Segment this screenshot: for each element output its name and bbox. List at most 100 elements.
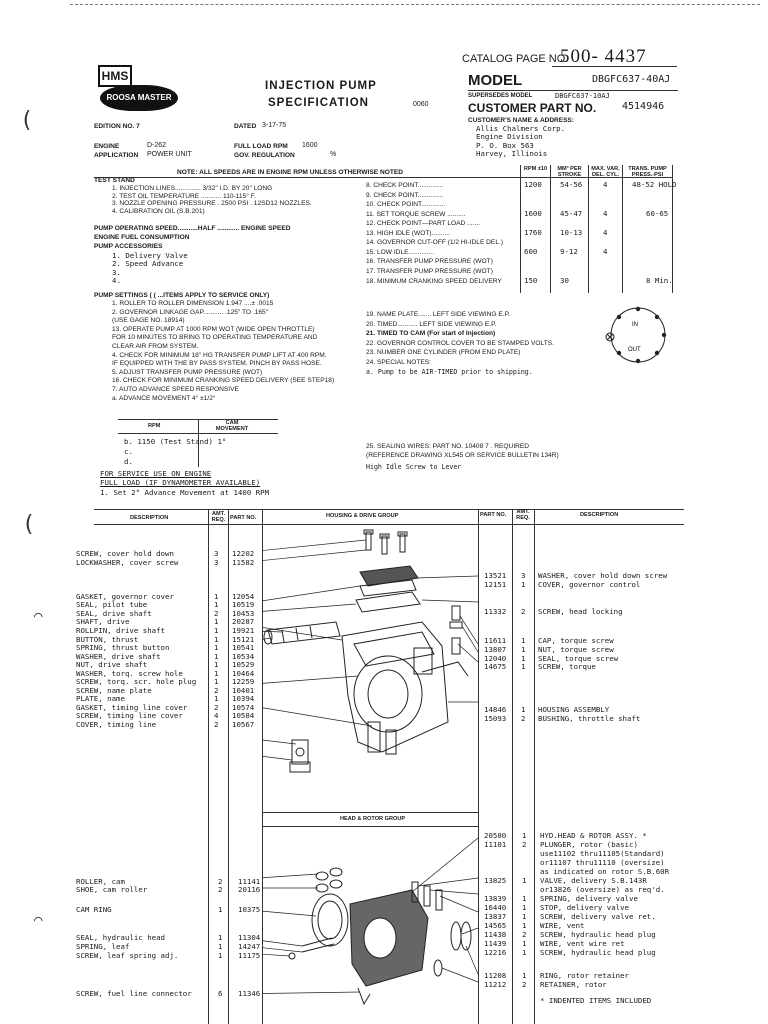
check-col-head: MM³ PER STROKE bbox=[557, 166, 582, 178]
rotation-diagram: IN OUT bbox=[605, 306, 667, 364]
timing-cover-illustration bbox=[289, 739, 311, 773]
part-number: 11332 bbox=[484, 607, 507, 617]
cover-screws-illustration bbox=[363, 529, 408, 555]
check-point-label: 8. CHECK POINT.............. bbox=[366, 182, 444, 189]
dated-value: 3-17-75 bbox=[262, 122, 287, 129]
accessory-item: 1. Delivery Valve bbox=[112, 251, 188, 260]
part-description: or11107 thru11110 (oversize) bbox=[540, 858, 665, 867]
check-point-rpm: 1200 bbox=[524, 180, 542, 189]
supersedes-label: SUPERSEDES MODEL bbox=[468, 93, 533, 99]
part-number: 13837 bbox=[484, 912, 507, 921]
part-description: COVER, timing line bbox=[76, 720, 157, 729]
note-line: a. Pump to be AIR-TIMED prior to shippin… bbox=[366, 367, 533, 376]
housing-drive-drawing bbox=[262, 529, 478, 773]
check-point-label: 15. LOW IDLE.............. bbox=[366, 248, 435, 256]
gov-regulation-unit: % bbox=[330, 151, 337, 158]
logo-hms: HMS bbox=[98, 65, 132, 87]
part-amount: 1 bbox=[522, 903, 527, 912]
accessory-item: 4. bbox=[112, 275, 121, 285]
part-amount: 1 bbox=[522, 971, 527, 980]
part-description: SHOE, cam roller bbox=[76, 885, 148, 894]
part-number: 13807 bbox=[484, 644, 507, 654]
part-number: 10541 bbox=[232, 643, 255, 653]
note-rule bbox=[94, 177, 672, 178]
customer-line: Allis Chalmers Corp. bbox=[476, 124, 565, 133]
margin-mark: ⌒ bbox=[34, 912, 43, 928]
check-point-delivery: 30 bbox=[560, 275, 569, 285]
part-amount: 6 bbox=[218, 989, 223, 998]
title-line-1: INJECTION PUMP bbox=[265, 80, 377, 92]
parts-table-head-rule bbox=[94, 524, 684, 525]
part-number: 12259 bbox=[232, 677, 255, 687]
part-description: STOP, delivery valve bbox=[540, 903, 629, 912]
outlet-marker-cross bbox=[606, 333, 614, 341]
margin-mark: ⌒ bbox=[34, 608, 43, 624]
gov-regulation-label: GOV. REGULATION bbox=[234, 152, 295, 159]
test-stand-line: 4. CALIBRATION OIL (S.B.201) bbox=[112, 207, 205, 215]
service-line: 1. Set 2° Advance Movement at 1400 RPM bbox=[100, 488, 270, 497]
part-description: HOUSING ASSEMBLY bbox=[538, 705, 610, 715]
part-number: 13521 bbox=[484, 571, 507, 580]
part-number: 14675 bbox=[484, 662, 507, 672]
part-description: as indicated on rotor S.B.60R bbox=[540, 867, 670, 876]
part-amount: 1 bbox=[214, 694, 219, 704]
part-amount: 1 bbox=[214, 668, 219, 678]
head-rotor-group: HEAD & ROTOR GROUP bbox=[340, 816, 406, 822]
margin-mark: ( bbox=[20, 108, 34, 133]
check-point-delivery: 54-56 bbox=[560, 180, 583, 189]
parts-col-divider bbox=[208, 509, 209, 1024]
part-amount: 1 bbox=[218, 905, 223, 914]
check-point-label: 11. SET TORQUE SCREW .......... bbox=[366, 210, 466, 218]
part-description: SPRING, thrust button bbox=[76, 643, 170, 653]
part-number: 19921 bbox=[232, 625, 255, 635]
part-number: 10534 bbox=[232, 651, 255, 661]
part-amount: 1 bbox=[521, 579, 526, 589]
part-description: ROLLER, cam bbox=[76, 877, 125, 886]
check-point-variation: 4 bbox=[603, 227, 608, 237]
part-number: 11101 bbox=[484, 840, 507, 849]
part-description: PLATE, name bbox=[76, 694, 125, 704]
part-description: VALVE, delivery S.B.143R bbox=[540, 876, 647, 885]
check-point-variation: 4 bbox=[603, 246, 608, 256]
part-description: SEAL, pilot tube bbox=[76, 600, 148, 610]
part-description: CAM RING bbox=[76, 905, 112, 914]
check-point-rpm: 600 bbox=[524, 246, 538, 256]
part-description: BUTTON, thrust bbox=[76, 634, 139, 644]
check-point-delivery: 45-47 bbox=[560, 208, 583, 218]
part-description: BUSHING, throttle shaft bbox=[538, 713, 641, 723]
part-amount: 2 bbox=[214, 685, 219, 695]
part-amount: 1 bbox=[521, 653, 526, 663]
settings-line: CLEAR AIR FROM SYSTEM. bbox=[112, 342, 199, 350]
accessory-item: 3. bbox=[112, 267, 121, 277]
edition-number: EDITION NO. 7 bbox=[94, 123, 140, 130]
advance-row: d. bbox=[124, 457, 133, 466]
engine-value: D-262 bbox=[147, 142, 167, 149]
settings-line: 16. CHECK FOR MINIMUM CRANKING SPEED DEL… bbox=[112, 377, 335, 385]
dated-label: DATED bbox=[234, 123, 257, 130]
part-description: PLUNGER, rotor (basic) bbox=[540, 840, 638, 849]
full-load-title: FULL LOAD (IF DYNAMOMETER AVAILABLE) bbox=[100, 478, 261, 487]
catalog-page-label: CATALOG PAGE NO. bbox=[462, 53, 569, 65]
accessories-title: PUMP ACCESSORIES bbox=[94, 243, 163, 250]
part-amount: 1 bbox=[522, 876, 527, 885]
outlet-dot bbox=[654, 350, 660, 356]
head-part: PART NO. bbox=[230, 515, 257, 521]
sealing-line: (REFERENCE DRAWING XL545 OR SERVICE BULL… bbox=[366, 452, 559, 459]
customer-line: P. O. Box 563 bbox=[476, 140, 534, 150]
part-description: SEAL, drive shaft bbox=[76, 608, 152, 618]
pump-housing-illustration bbox=[341, 621, 469, 755]
settings-line: 13. OPERATE PUMP AT 1000 RPM WOT (WIDE O… bbox=[112, 325, 315, 333]
part-number: 20580 bbox=[484, 831, 507, 840]
part-description: SCREW, torq. scr. hole plug bbox=[76, 677, 197, 687]
part-description: SEAL, hydraulic head bbox=[76, 933, 165, 942]
sealing-line: High Idle Screw to Lever bbox=[366, 463, 462, 471]
note-line: 20. TIMED........... LEFT SIDE VIEWING E… bbox=[366, 320, 497, 328]
fuel-connector-illustration bbox=[357, 987, 371, 1006]
check-point-label: 12. CHECK POINT—PART LOAD ....... bbox=[366, 220, 480, 228]
in-label: IN bbox=[632, 322, 638, 328]
parts-table-top bbox=[94, 509, 684, 510]
settings-line: IF EQUIPPED WITH THE BY PASS SYSTEM, PIN… bbox=[112, 360, 322, 368]
note-line: 21. TIMED TO CAM (For start of Injection… bbox=[366, 330, 496, 338]
part-description: NUT, drive shaft bbox=[76, 660, 148, 670]
full-load-label: FULL LOAD RPM bbox=[234, 143, 288, 150]
